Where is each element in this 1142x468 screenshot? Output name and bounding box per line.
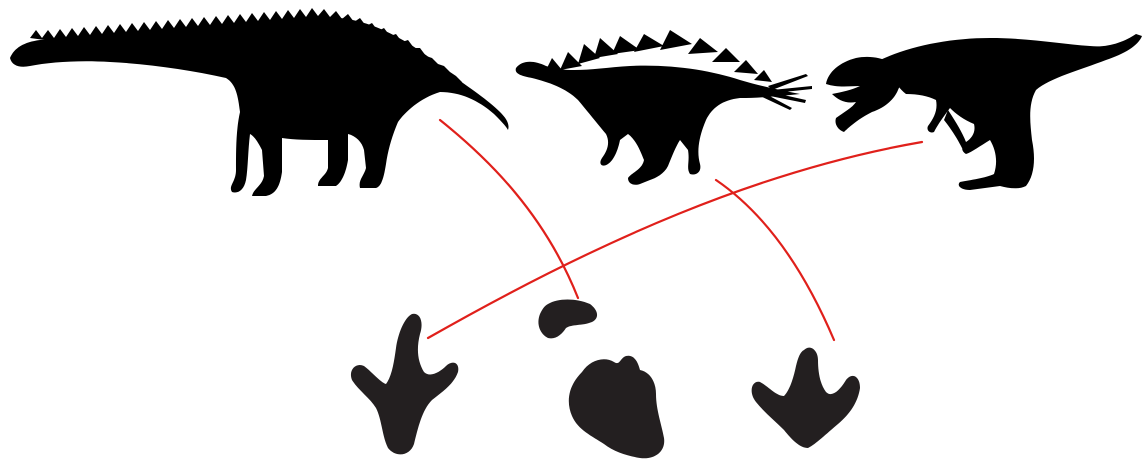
connector-sauropod-to-rounded-print [440, 120, 578, 298]
connector-stegosaurus-to-short-three-toed-print [716, 180, 834, 340]
three-toed-footprint-icon[interactable] [351, 314, 458, 455]
stegosaurus-silhouette-icon[interactable] [516, 30, 812, 185]
connector-lines [428, 120, 922, 340]
padded-footprint-icon[interactable] [569, 356, 664, 459]
connector-theropod-to-three-toed-print [428, 142, 922, 338]
theropod-silhouette-icon[interactable] [826, 34, 1142, 190]
short-three-toed-footprint-icon[interactable] [752, 348, 860, 448]
rounded-footprint-icon[interactable] [538, 300, 597, 339]
sauropod-silhouette-icon[interactable] [10, 8, 509, 196]
